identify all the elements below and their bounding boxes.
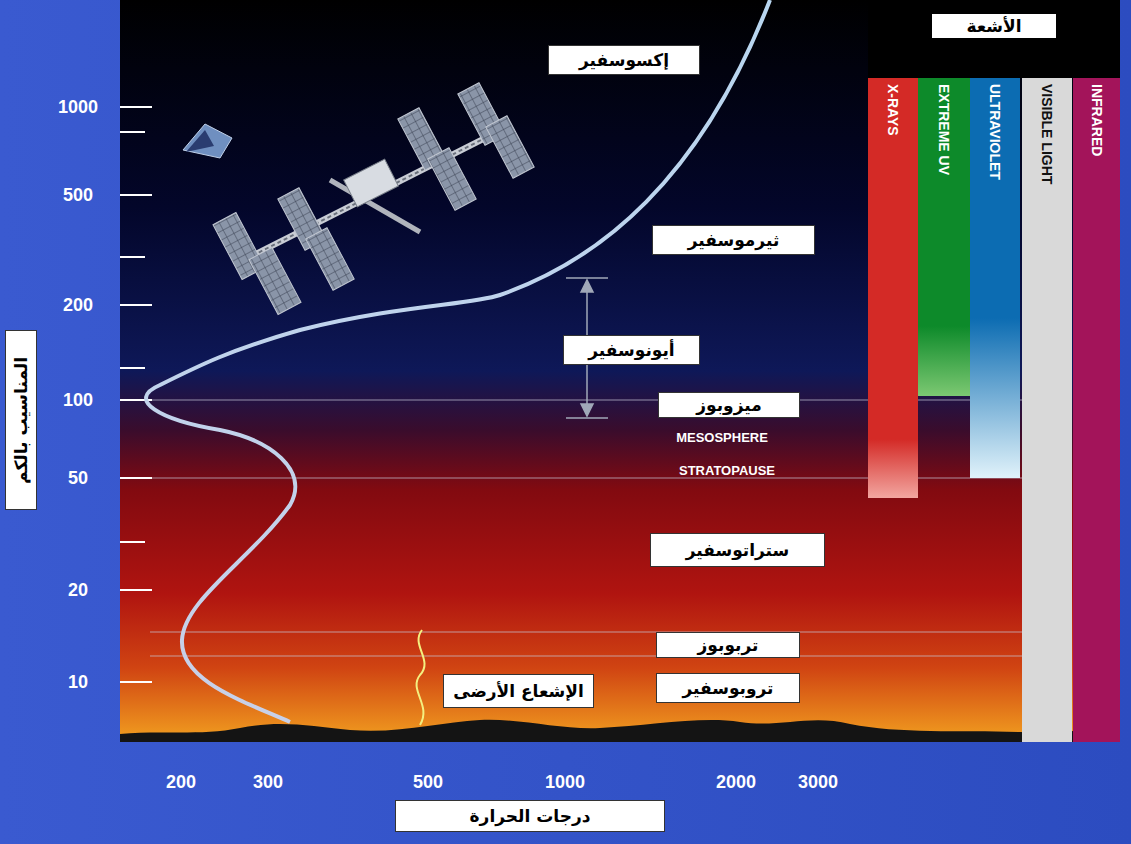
label-text: المناسيب بالكم [11,357,31,484]
label-text: تربوبوز [698,635,759,655]
callout-label: الإشعاع الأرضى [443,674,594,708]
axis-tick: 100 [63,390,93,411]
layer-name: MESOSPHERE [676,430,768,445]
label-text: الإشعاع الأرضى [453,681,584,701]
label-text: درجات الحرارة [470,806,591,826]
axis-title: المناسيب بالكم [5,330,37,510]
label-text: إكسوسفير [579,50,669,70]
radiation-header: الأشعة [868,0,1120,78]
label-text: ثيرموسفير [688,230,780,250]
band-name: VISIBLE LIGHT [1039,84,1055,184]
radiation-band: VISIBLE LIGHT [1022,78,1072,742]
axis-tick: 3000 [798,772,838,793]
axis-title: درجات الحرارة [395,800,665,832]
axis-tick: 200 [63,295,93,316]
axis-tick: 500 [413,772,443,793]
axis-tick: 10 [68,672,88,693]
layer-name: STRATOPAUSE [679,463,775,478]
axis-tick: 2000 [716,772,756,793]
label-text: أيونوسفير [588,340,674,360]
axis-tick: 50 [68,468,88,489]
layer-label: ستراتوسفير [650,533,825,567]
radiation-band: X-RAYS [868,78,918,498]
layer-label: أيونوسفير [563,335,700,365]
label-text: تروبوسفير [682,678,773,698]
axis-tick: 500 [63,185,93,206]
axis-tick: 1000 [545,772,585,793]
axis-tick: 20 [68,580,88,601]
label-text: ستراتوسفير [686,540,790,560]
label-text: ميزوبوز [696,395,761,415]
radiation-band: INFRARED [1073,78,1120,742]
layer-label: ميزوبوز [658,392,800,418]
band-name: INFRARED [1089,84,1105,156]
band-name: ULTRAVIOLET [987,84,1003,180]
axis-tick: 200 [166,772,196,793]
band-name: EXTREME UV [936,84,952,175]
radiation-band: EXTREME UV [918,78,970,396]
layer-label: تروبوسفير [656,673,800,703]
layer-label: تربوبوز [656,632,800,658]
radiation-band: ULTRAVIOLET [970,78,1020,478]
label-text: الأشعة [932,14,1055,38]
layer-label: إكسوسفير [548,45,700,75]
band-name: X-RAYS [885,84,901,136]
layer-label: ثيرموسفير [652,225,815,255]
axis-tick: 1000 [58,97,98,118]
axis-tick: 300 [253,772,283,793]
